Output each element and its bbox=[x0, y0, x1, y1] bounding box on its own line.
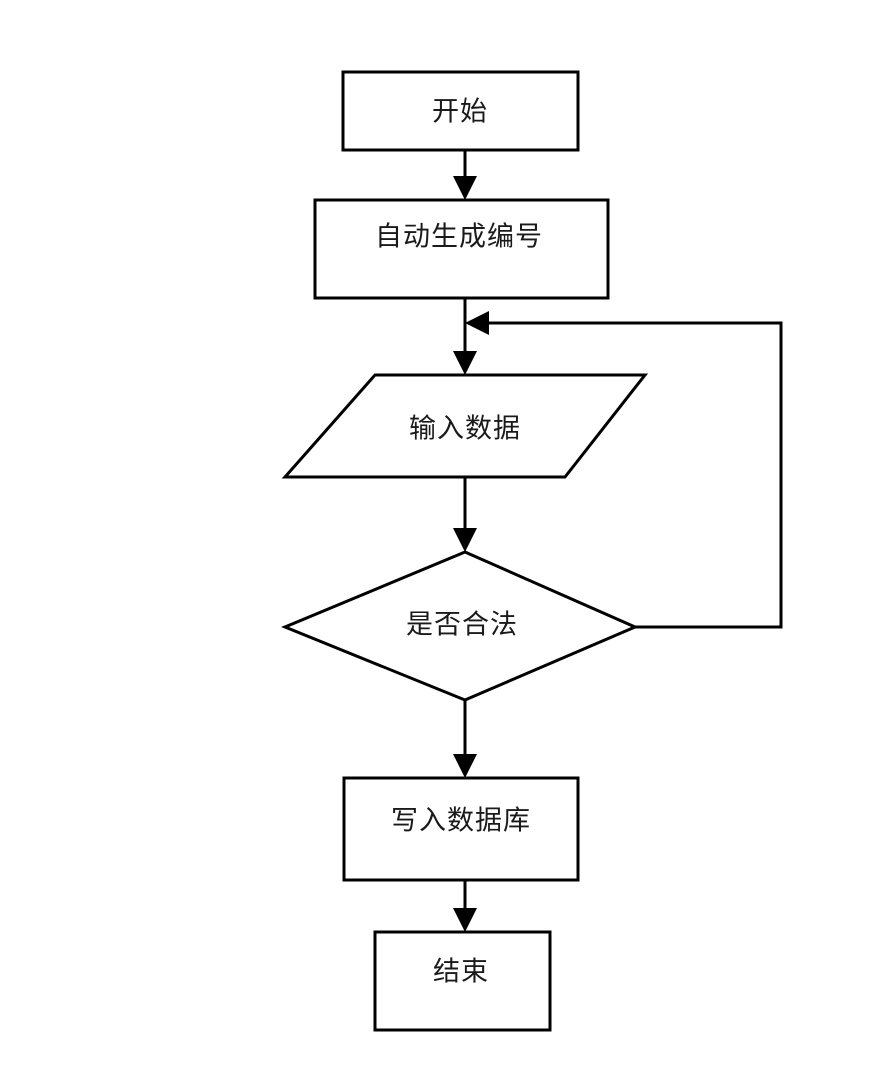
node-start-shape[interactable] bbox=[341, 70, 580, 152]
edge-validate-to-write bbox=[453, 700, 477, 778]
node-end-shape[interactable] bbox=[373, 930, 552, 1032]
node-write-shape[interactable] bbox=[342, 776, 580, 882]
arrow-head-down bbox=[453, 351, 477, 375]
arrow-head-down bbox=[453, 754, 477, 778]
edge-input-to-validate bbox=[453, 477, 477, 552]
arrow-head-down bbox=[453, 908, 477, 932]
edge-write-to-end bbox=[453, 880, 477, 932]
node-start-label: 开始 bbox=[432, 97, 488, 128]
node-start[interactable]: 开始 bbox=[341, 70, 580, 152]
node-validate-label: 是否合法 bbox=[406, 610, 518, 641]
edge-start-to-autonum bbox=[453, 150, 477, 200]
node-write[interactable]: 写入数据库 bbox=[342, 776, 580, 882]
arrow-head-down bbox=[453, 176, 477, 200]
node-end-label: 结束 bbox=[433, 957, 489, 988]
node-input[interactable]: 输入数据 bbox=[281, 373, 649, 479]
arrow-head-down bbox=[453, 528, 477, 552]
edge-validate-to-input-feedback bbox=[465, 311, 783, 629]
node-validate[interactable]: 是否合法 bbox=[281, 550, 639, 702]
node-autonum[interactable]: 自动生成编号 bbox=[313, 198, 610, 300]
arrow-head-left bbox=[465, 311, 489, 335]
edge-autonum-to-input bbox=[453, 298, 477, 375]
node-validate-shape[interactable] bbox=[281, 550, 639, 702]
node-input-label: 输入数据 bbox=[409, 414, 521, 445]
node-end[interactable]: 结束 bbox=[373, 930, 552, 1032]
node-autonum-label: 自动生成编号 bbox=[375, 222, 543, 253]
node-input-shape[interactable] bbox=[281, 373, 649, 479]
node-write-label: 写入数据库 bbox=[391, 806, 531, 837]
node-autonum-shape[interactable] bbox=[313, 198, 610, 300]
